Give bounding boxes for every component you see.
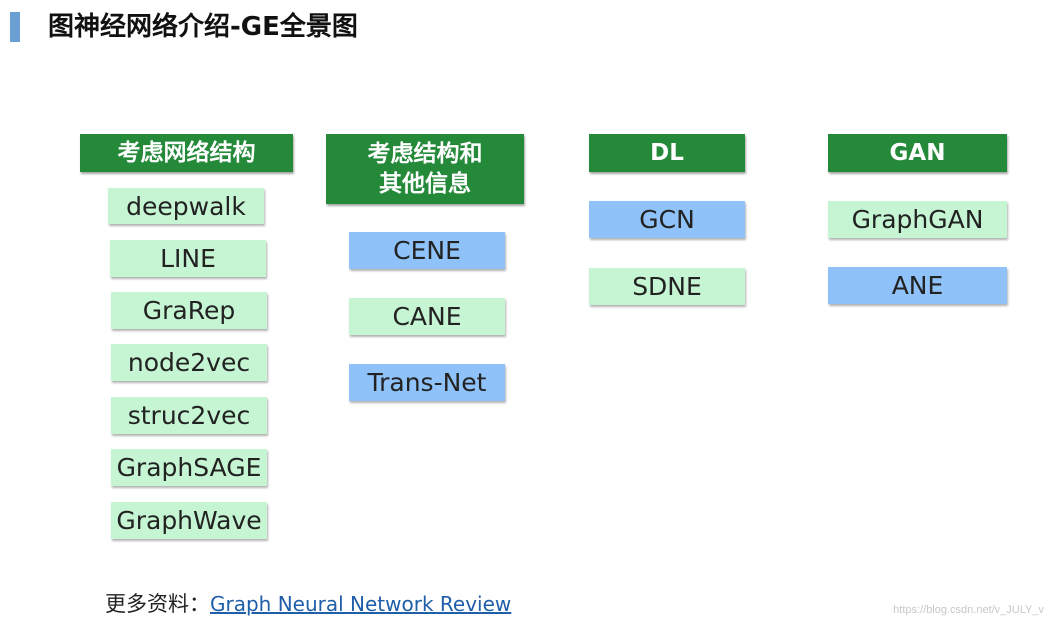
method-box: GraRep — [111, 292, 267, 329]
watermark: https://blog.csdn.net/v_JULY_v — [893, 604, 1044, 616]
column-dl: DL — [589, 134, 745, 172]
column-header: 考虑网络结构 — [80, 134, 293, 172]
method-box: GraphGAN — [828, 201, 1007, 238]
method-box: GraphSAGE — [111, 449, 267, 486]
column-structure-and-info: 考虑结构和 其他信息 — [326, 134, 524, 204]
column-header: DL — [589, 134, 745, 172]
method-box: node2vec — [111, 344, 267, 381]
title-accent-bar — [10, 12, 20, 42]
page-title: 图神经网络介绍-GE全景图 — [48, 12, 358, 42]
method-box: CANE — [349, 298, 505, 335]
method-box: struc2vec — [111, 397, 267, 434]
method-box: ANE — [828, 267, 1007, 304]
more-resources: 更多资料：Graph Neural Network Review — [105, 588, 511, 618]
gnn-review-link[interactable]: Graph Neural Network Review — [210, 592, 512, 616]
method-box: CENE — [349, 232, 505, 269]
more-resources-label: 更多资料： — [105, 592, 210, 616]
column-header: GAN — [828, 134, 1007, 172]
method-box: GraphWave — [111, 502, 267, 539]
method-box: deepwalk — [108, 188, 264, 224]
method-box: GCN — [589, 201, 745, 238]
column-gan: GAN — [828, 134, 1007, 172]
column-header: 考虑结构和 其他信息 — [326, 134, 524, 204]
method-box: SDNE — [589, 268, 745, 305]
column-network-structure: 考虑网络结构 — [80, 134, 293, 172]
method-box: Trans-Net — [349, 364, 505, 401]
method-box: LINE — [110, 240, 266, 277]
